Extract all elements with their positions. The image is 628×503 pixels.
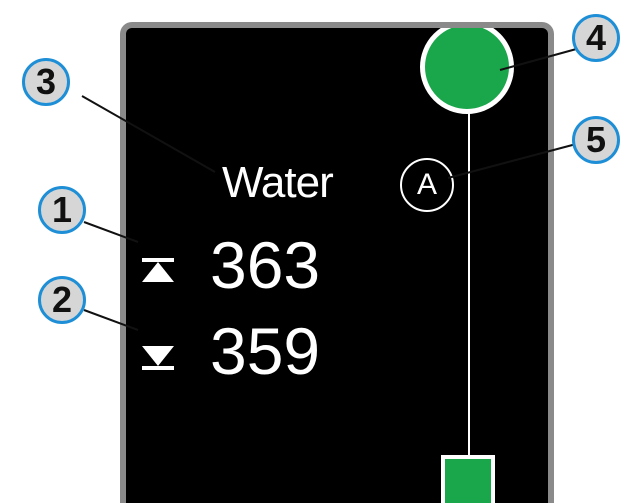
- callout-5-number: 5: [585, 119, 607, 160]
- leader-line-1: [83, 221, 139, 243]
- callout-1-number: 1: [51, 189, 73, 230]
- callout-4-number: 4: [585, 17, 607, 58]
- reach-distance-icon: [142, 346, 174, 370]
- callout-3: 3: [22, 58, 70, 106]
- callout-5: 5: [572, 116, 620, 164]
- callout-2-number: 2: [51, 279, 73, 320]
- carry-distance-icon: [142, 258, 174, 282]
- green-circle-icon[interactable]: [420, 28, 514, 114]
- hazard-name: Water: [222, 158, 334, 207]
- leader-line-4: [499, 47, 581, 71]
- carry-distance: 363: [210, 228, 321, 302]
- tee-square-icon: [441, 455, 495, 503]
- hazard-marker-label: A: [416, 168, 437, 201]
- hole-line: [468, 98, 470, 503]
- callout-2: 2: [38, 276, 86, 324]
- callout-3-number: 3: [35, 61, 57, 102]
- leader-line-5: [447, 142, 581, 179]
- leader-line-3: [81, 95, 216, 173]
- watch-screen: A Water 363 359: [120, 22, 554, 503]
- callout-1: 1: [38, 186, 86, 234]
- leader-line-2: [83, 309, 139, 331]
- hazard-marker[interactable]: A: [400, 158, 454, 212]
- reach-distance: 359: [210, 314, 321, 388]
- callout-4: 4: [572, 14, 620, 62]
